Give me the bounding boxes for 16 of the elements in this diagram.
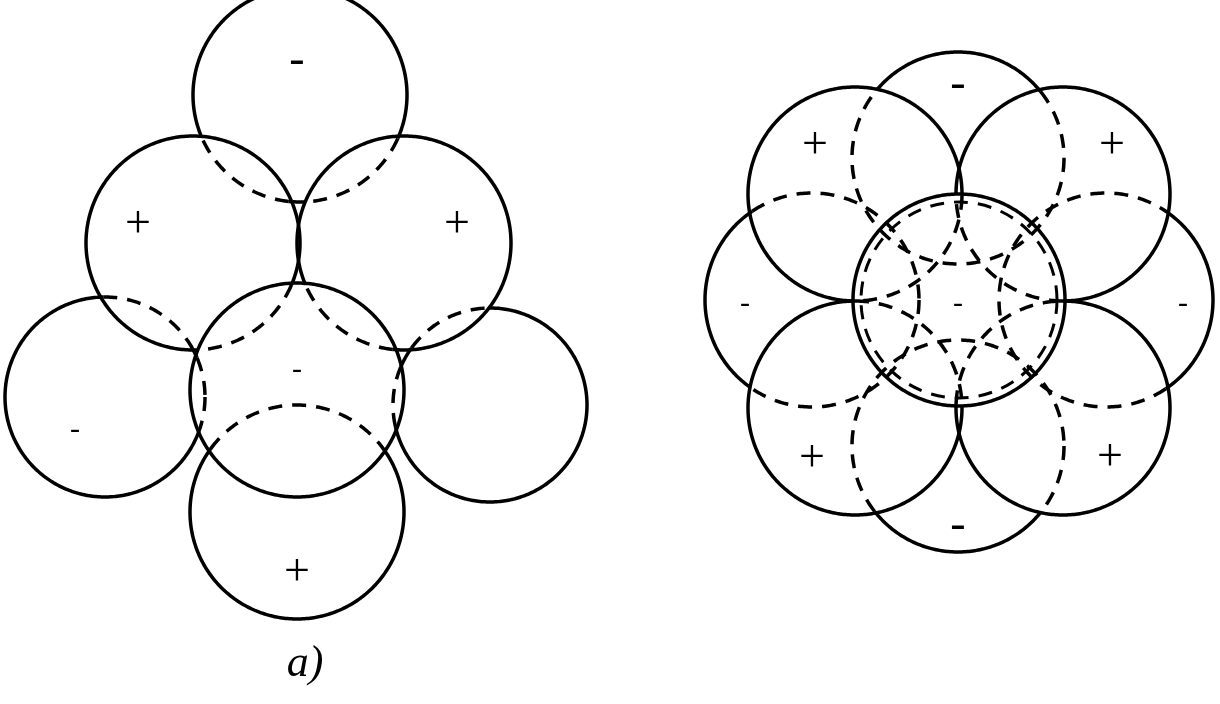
- charge-sign: +: [799, 433, 825, 479]
- charge-sign: -: [950, 59, 966, 105]
- charge-sign: -: [1178, 287, 1188, 317]
- charge-sign: -: [70, 413, 80, 443]
- charge-sign: -: [289, 35, 305, 81]
- charge-sign: -: [953, 287, 963, 317]
- charge-sign: +: [284, 547, 310, 593]
- charge-sign: +: [125, 199, 151, 245]
- charge-sign: -: [740, 287, 750, 317]
- charge-sign: +: [1099, 120, 1125, 166]
- charge-sign: -: [292, 353, 302, 383]
- charge-sign: -: [950, 500, 966, 546]
- charge-sign: +: [802, 120, 828, 166]
- charge-sign: +: [1097, 432, 1123, 478]
- charge-sign: +: [444, 199, 470, 245]
- figure-label: a): [286, 640, 324, 684]
